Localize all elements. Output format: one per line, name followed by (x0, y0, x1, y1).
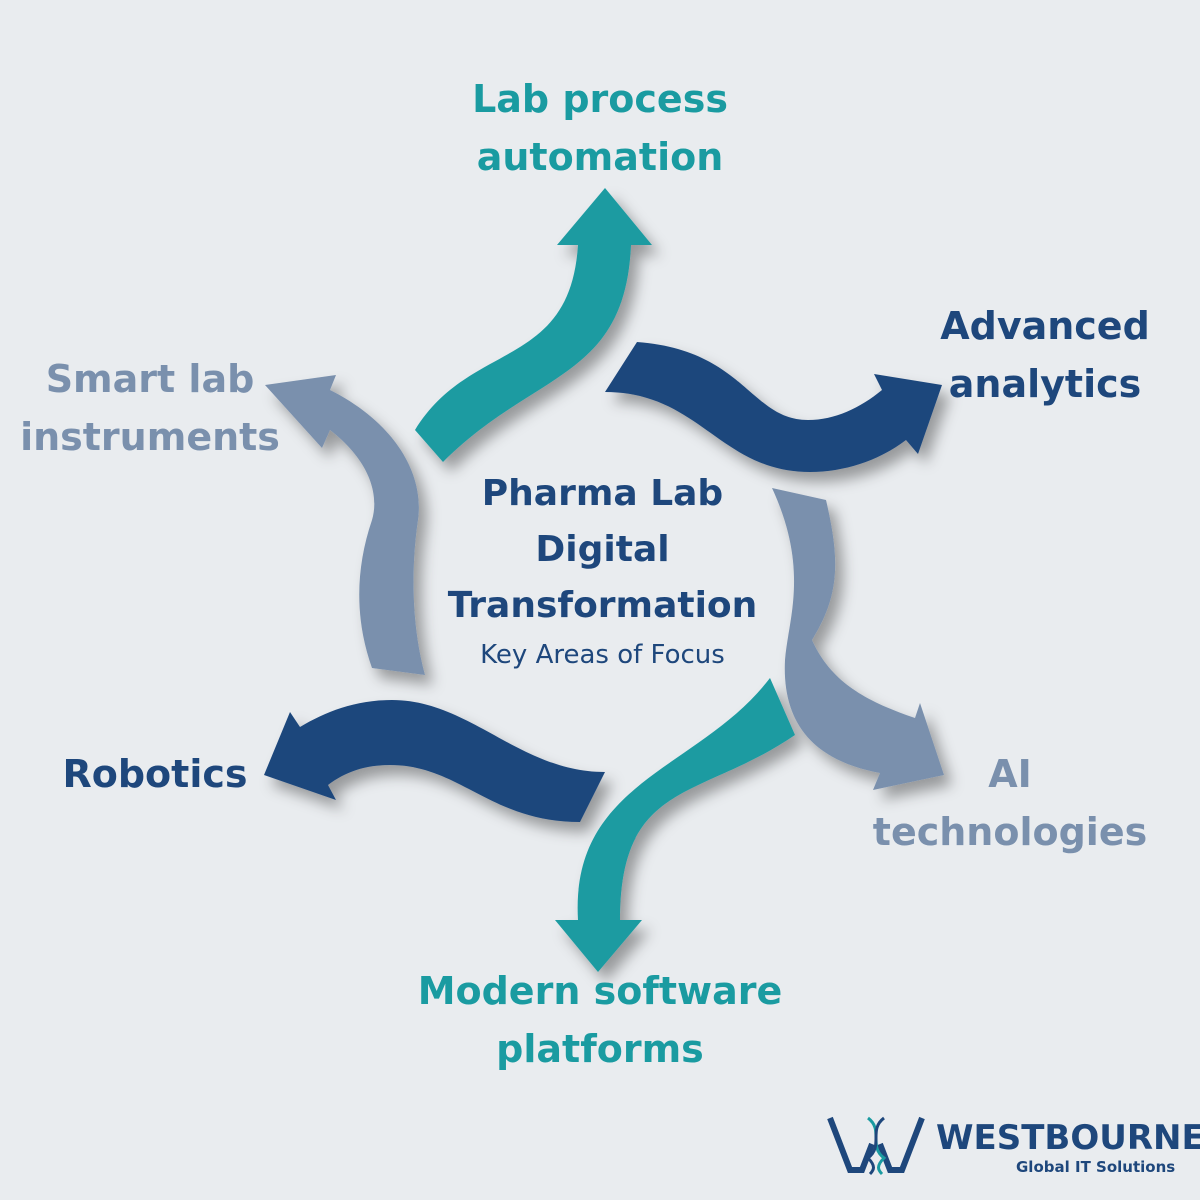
center-subtitle: Key Areas of Focus (480, 640, 725, 670)
arrow-advanced-analytics (605, 342, 942, 472)
arrow-robotics (264, 700, 605, 822)
label-line: AI (988, 752, 1032, 796)
arrow-ai-technologies (772, 488, 944, 790)
center-title-line-2: Digital (535, 529, 670, 570)
label-ai-technologies: AI technologies (870, 745, 1150, 861)
label-line: Robotics (62, 752, 248, 796)
label-line: platforms (496, 1027, 704, 1071)
label-advanced-analytics: Advanced analytics (925, 297, 1165, 413)
center-title-line-1: Pharma Lab (481, 473, 724, 514)
label-robotics: Robotics (40, 745, 270, 803)
label-line: automation (476, 135, 724, 179)
label-line: technologies (872, 810, 1148, 854)
label-line: Advanced (940, 304, 1150, 348)
label-line: Lab process (472, 77, 728, 121)
westbourne-w-icon (827, 1116, 925, 1176)
center-title: Pharma Lab Digital Transformation (420, 466, 785, 634)
brand-tagline: Global IT Solutions (1016, 1158, 1176, 1176)
label-line: instruments (20, 415, 280, 459)
brand-name: WESTBOURNE (936, 1118, 1200, 1158)
arrow-lab-process-automation (415, 188, 652, 462)
label-modern-software-platforms: Modern software platforms (410, 962, 790, 1078)
label-smart-lab-instruments: Smart lab instruments (15, 350, 285, 466)
label-line: analytics (948, 362, 1142, 406)
arrow-modern-software-platforms (555, 678, 795, 972)
arrow-smart-lab-instruments (265, 375, 425, 675)
label-line: Modern software (417, 969, 783, 1013)
label-lab-process-automation: Lab process automation (440, 70, 760, 186)
center-title-line-3: Transformation (447, 585, 758, 626)
label-line: Smart lab (45, 357, 255, 401)
brand-logo: WESTBOURNE Global IT Solutions (826, 1112, 1200, 1176)
